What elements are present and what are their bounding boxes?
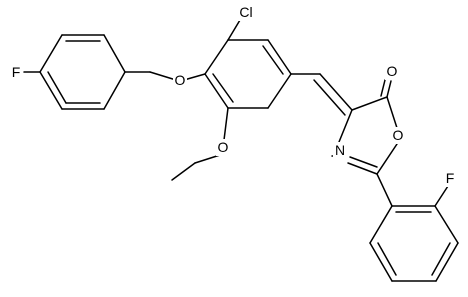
bond [434,185,449,207]
atom-label-o: O [175,72,186,88]
atom-chlorine: Cl [236,4,256,21]
bond [338,109,353,143]
bond [267,39,292,75]
bond [386,80,392,98]
bond [435,242,459,282]
bond [223,107,229,141]
atom-fluorine-bottom: F [444,170,456,187]
bond [376,143,398,175]
bond [194,154,221,164]
atom-label-o: O [218,139,229,155]
bond [313,79,346,116]
bond [47,71,67,104]
atom-oxygen-ethoxy: O [216,139,230,156]
atom-label-cl: Cl [239,4,252,20]
atom-oxygen-carbonyl: O [385,63,399,80]
bond [171,162,196,181]
bond [183,73,206,81]
bond [39,71,63,110]
bond [262,45,284,75]
bond [376,173,393,207]
bond [39,34,63,73]
atom-oxygen-ring: O [391,127,405,144]
bond [386,96,398,129]
atom-fluorine-top: F [10,64,22,81]
bond [103,71,126,110]
atom-label-f: F [12,64,21,80]
bond [431,242,451,276]
bond [267,73,292,109]
bond [351,96,388,111]
bond [369,242,393,282]
atom-oxygen-ether: O [173,72,187,89]
bond [434,205,459,244]
bond [349,156,378,168]
bond [204,73,229,109]
bond [103,34,126,73]
atom-label-n: N [335,142,345,158]
bond [212,73,234,103]
bond-layer [23,19,459,282]
bond [319,73,353,111]
bond [377,242,397,276]
atom-label-layer: F Cl O O O O N [10,4,456,187]
bond [347,162,378,175]
bond [149,71,177,81]
bond [227,19,241,41]
bond [380,79,386,97]
atom-label-f: F [446,170,455,186]
atom-nitrogen-ring: N [333,142,347,159]
bond [204,39,229,75]
atom-label-o: O [393,127,404,143]
bond [369,205,393,244]
atom-label-o: O [387,63,398,79]
